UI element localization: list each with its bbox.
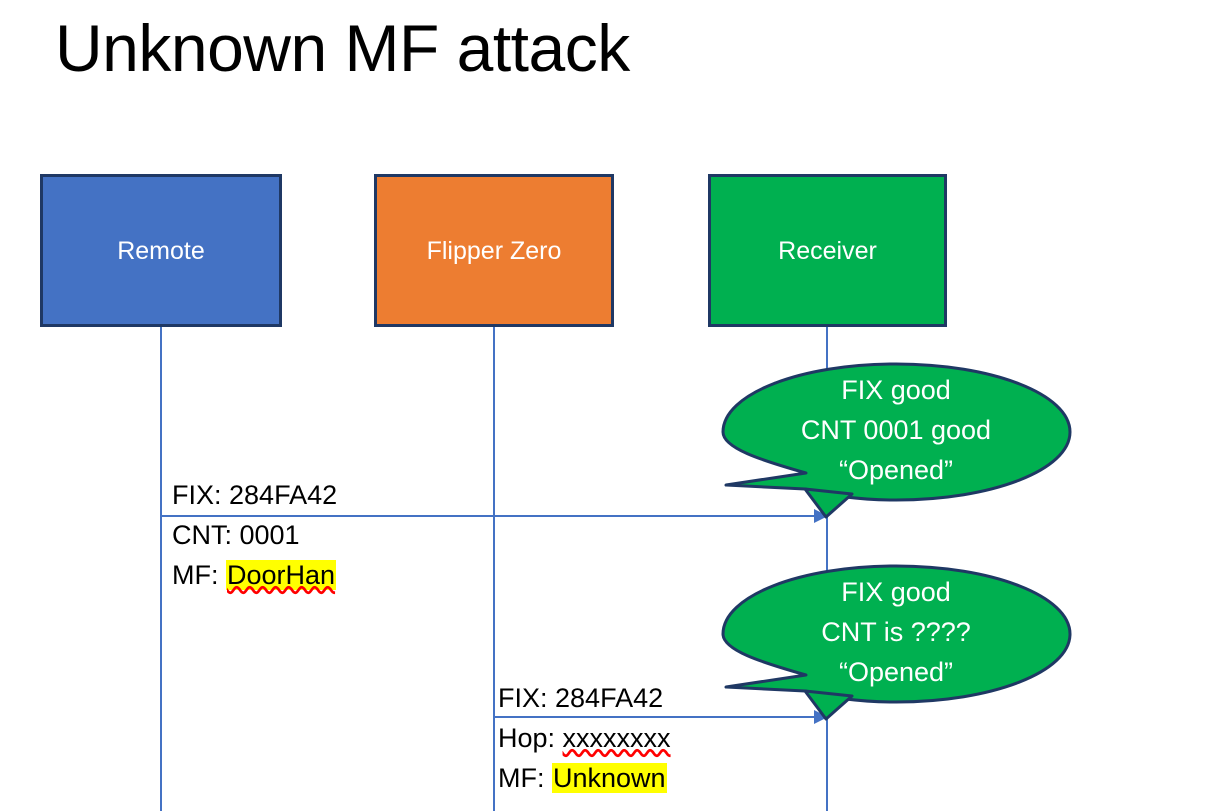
message-line: MF: Unknown [498,758,671,798]
actor-box-receiver[interactable]: Receiver [708,174,947,327]
message-line: Hop: xxxxxxxx [498,718,671,758]
lifeline-receiver [826,327,828,811]
actor-label-remote: Remote [117,236,205,265]
actor-label-flipper: Flipper Zero [426,236,562,265]
actor-box-remote[interactable]: Remote [40,174,282,327]
message-line: FIX: 284FA42 [172,475,337,515]
message-line: MF: DoorHan [172,555,337,595]
message-line-value-highlighted: DoorHan [226,560,337,590]
callout-shape [721,564,1072,721]
callout-text-block: FIX good CNT is ???? “Opened” [722,565,1070,692]
message-line: FIX: 284FA42 [498,678,671,718]
message-label-flipper-to-receiver: FIX: 284FA42 Hop: xxxxxxxx MF: Unknown [498,678,671,798]
callout-line: “Opened” [838,657,954,687]
callout-text-block: FIX good CNT 0001 good “Opened” [722,363,1070,490]
callout-line: CNT is ???? [821,617,971,647]
message-line-prefix: Hop: [498,723,563,753]
message-line-value-highlighted: Unknown [552,763,667,793]
message-line-prefix: CNT: [172,520,240,550]
callout-line: FIX good [841,375,951,405]
page-title: Unknown MF attack [55,11,630,85]
lifeline-flipper [493,327,495,811]
callout-line: CNT 0001 good [800,415,992,445]
message-line-value: 284FA42 [229,480,338,510]
callout-bubble-receiver-response-1[interactable]: FIX good CNT 0001 good “Opened” [721,362,1072,523]
message-line-value: 284FA42 [555,683,664,713]
callout-line: “Opened” [838,455,954,485]
message-line-prefix: MF: [498,763,552,793]
message-line: CNT: 0001 [172,515,337,555]
message-line-prefix: MF: [172,560,226,590]
lifeline-remote [160,327,162,811]
message-line-prefix: FIX: [172,480,230,510]
message-line-value: xxxxxxxx [562,723,671,753]
callout-line: FIX good [841,577,951,607]
message-label-remote-to-receiver: FIX: 284FA42 CNT: 0001 MF: DoorHan [172,475,337,595]
message-line-value: 0001 [239,520,300,550]
callout-bubble-receiver-response-2[interactable]: FIX good CNT is ???? “Opened” [721,564,1072,725]
actor-label-receiver: Receiver [778,236,877,265]
callout-shape [721,362,1072,519]
message-line-prefix: FIX: [498,683,556,713]
actor-box-flipper[interactable]: Flipper Zero [374,174,614,327]
